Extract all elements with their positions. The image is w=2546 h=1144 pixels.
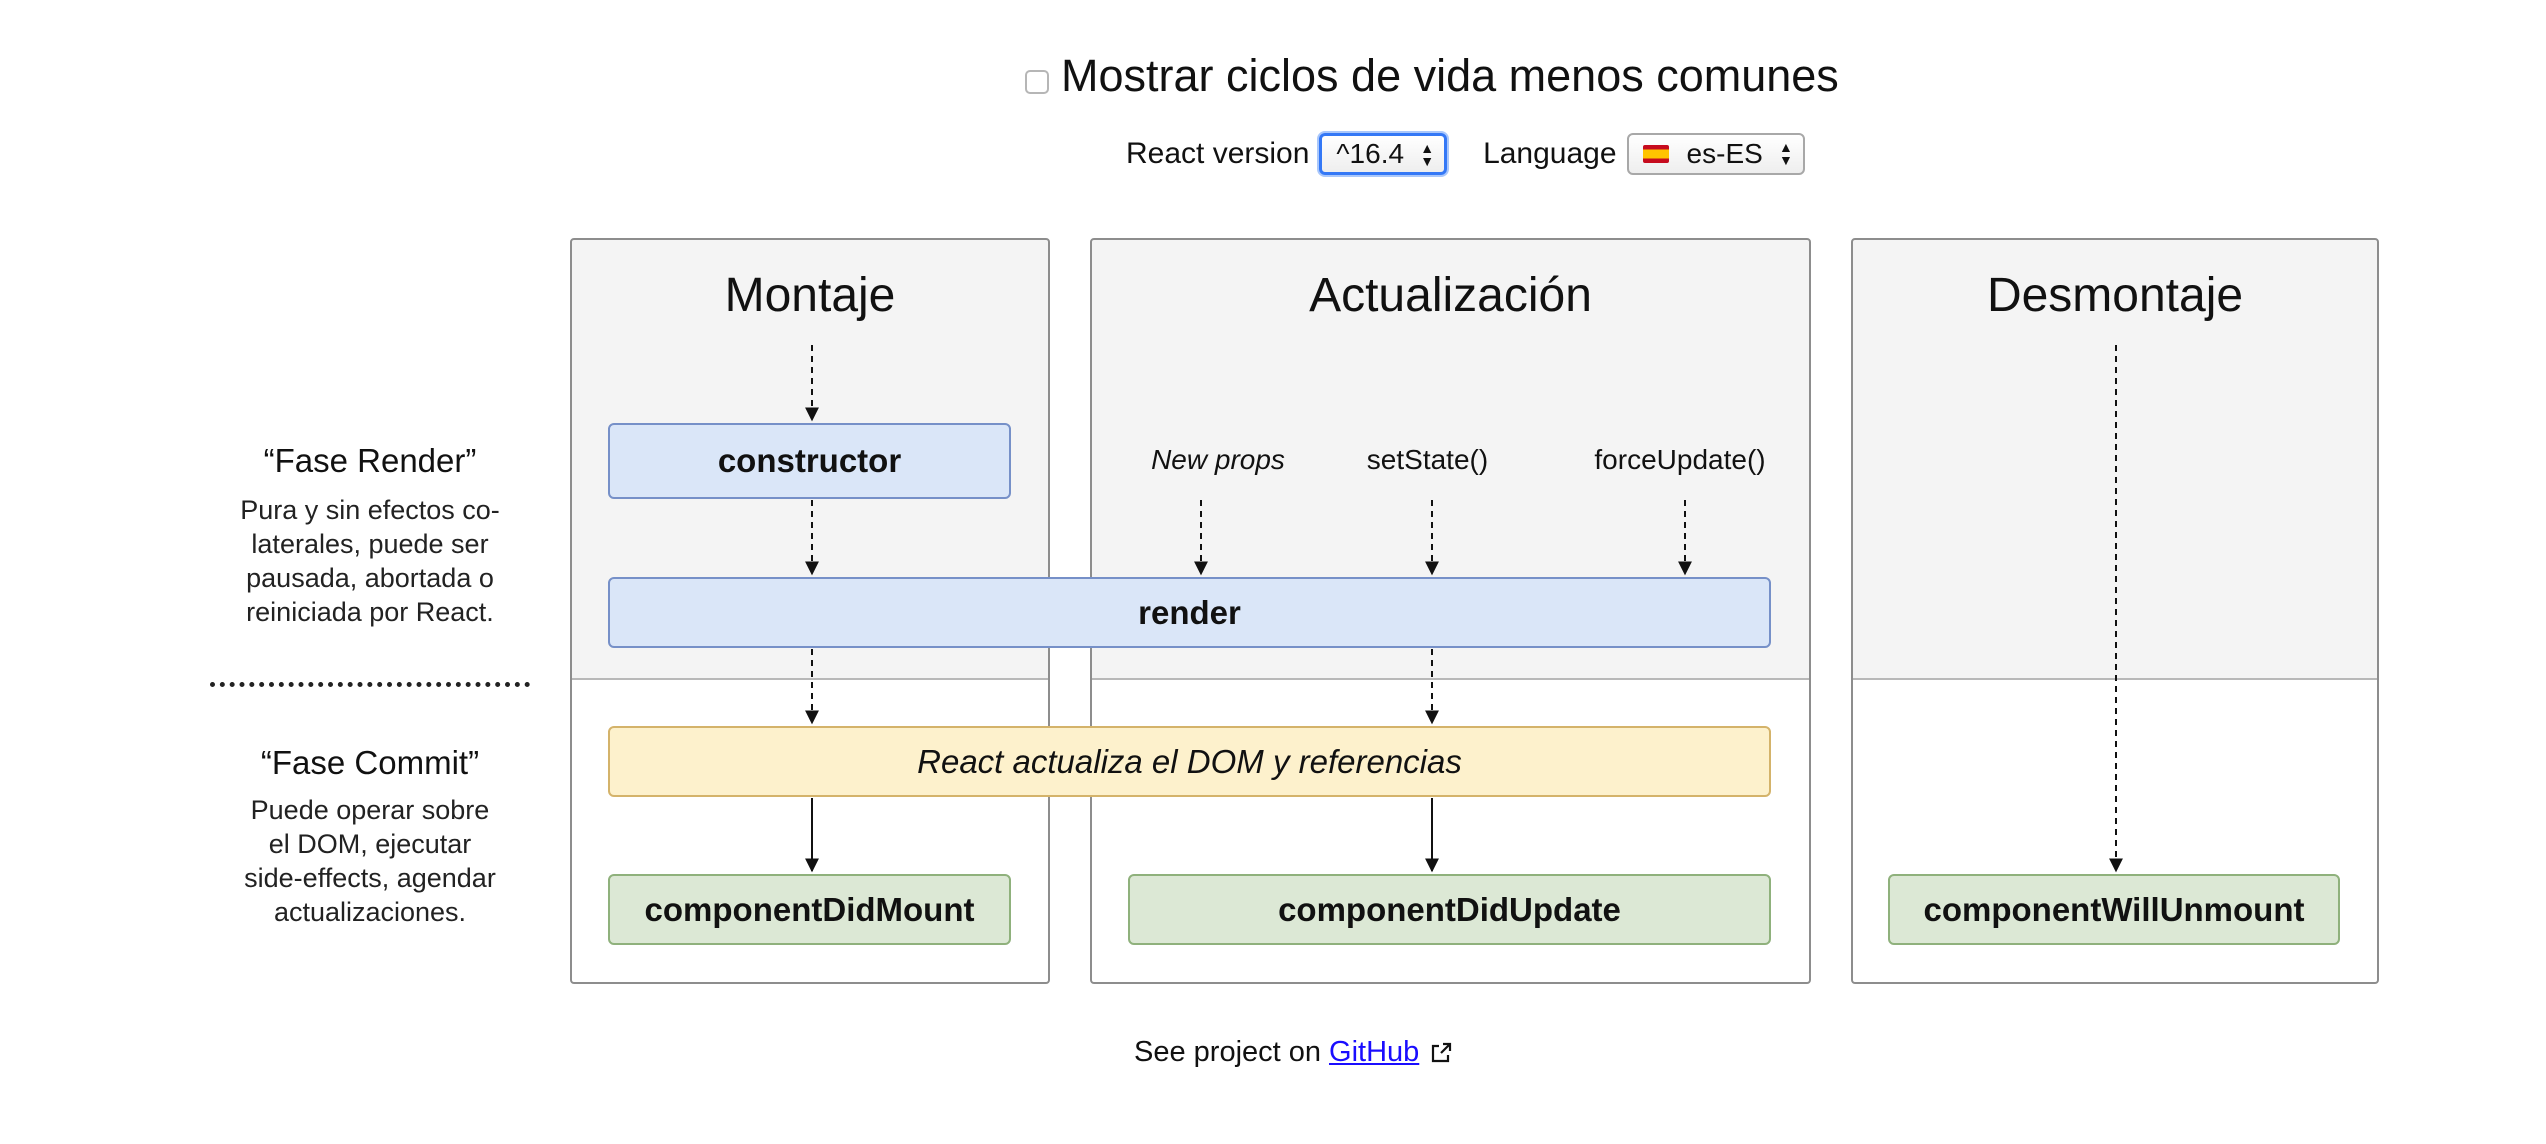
footer-prefix: See project on — [1134, 1036, 1322, 1068]
commit-phase-title: “Fase Commit” — [260, 744, 480, 781]
phase-divider — [210, 682, 530, 687]
select-arrows-icon: ▲▼ — [1420, 140, 1435, 169]
trigger-set-state: setState() — [1366, 444, 1489, 475]
language-label: Language — [1483, 137, 1617, 170]
toggle-label[interactable]: Mostrar ciclos de vida menos comunes — [1061, 50, 1839, 101]
trigger-new-props: New props — [1151, 444, 1285, 475]
select-arrows-icon: ▲▼ — [1778, 139, 1793, 168]
react-version-value: ^16.4 — [1336, 138, 1405, 169]
github-link[interactable]: GitHub — [1329, 1036, 1420, 1068]
updating-title: Actualización — [1309, 269, 1592, 322]
mounting-title: Montaje — [724, 269, 896, 322]
render-box: render — [608, 577, 1771, 648]
toggle-checkbox[interactable] — [1025, 70, 1049, 94]
react-version-label: React version — [1126, 137, 1310, 170]
description-line: pausada, abortada o — [246, 563, 494, 593]
version-language-controls: React version ^16.4 ▲▼ Language es-ES ▲▼ — [1126, 125, 1805, 183]
trigger-force-update: forceUpdate() — [1594, 444, 1766, 475]
description-line: Pura y sin efectos co- — [240, 495, 500, 525]
description-line: laterales, puede ser — [251, 529, 489, 559]
description-line: reiniciada por React. — [246, 597, 494, 627]
component-did-update-box: componentDidUpdate — [1128, 874, 1771, 945]
dom-update-box: React actualiza el DOM y referencias — [608, 726, 1771, 797]
description-line: el DOM, ejecutar — [268, 829, 472, 859]
unmounting-title: Desmontaje — [1986, 269, 2244, 322]
language-select[interactable]: es-ES ▲▼ — [1626, 133, 1805, 175]
phase-separator — [572, 678, 1048, 680]
description-line: side-effects, agendar — [244, 863, 496, 893]
component-did-mount-box: componentDidMount — [608, 874, 1011, 945]
react-version-select[interactable]: ^16.4 ▲▼ — [1319, 133, 1448, 175]
footer: See project on GitHub — [1134, 1036, 1453, 1069]
spain-flag-icon — [1642, 145, 1669, 163]
render-phase-title: “Fase Render” — [263, 442, 477, 479]
language-value: es-ES — [1686, 138, 1763, 169]
description-line: actualizaciones. — [273, 897, 467, 927]
external-link-icon[interactable] — [1429, 1041, 1453, 1065]
description-line: Puede operar sobre — [250, 795, 490, 825]
phase-separator — [1092, 678, 1809, 680]
less-common-lifecycles-toggle[interactable]: Mostrar ciclos de vida menos comunes — [1025, 46, 1839, 106]
constructor-box: constructor — [608, 423, 1011, 499]
render-phase-description: Pura y sin efectos co- laterales, puede … — [220, 493, 520, 629]
component-will-unmount-box: componentWillUnmount — [1888, 874, 2340, 945]
commit-phase-description: Puede operar sobre el DOM, ejecutar side… — [220, 793, 520, 929]
